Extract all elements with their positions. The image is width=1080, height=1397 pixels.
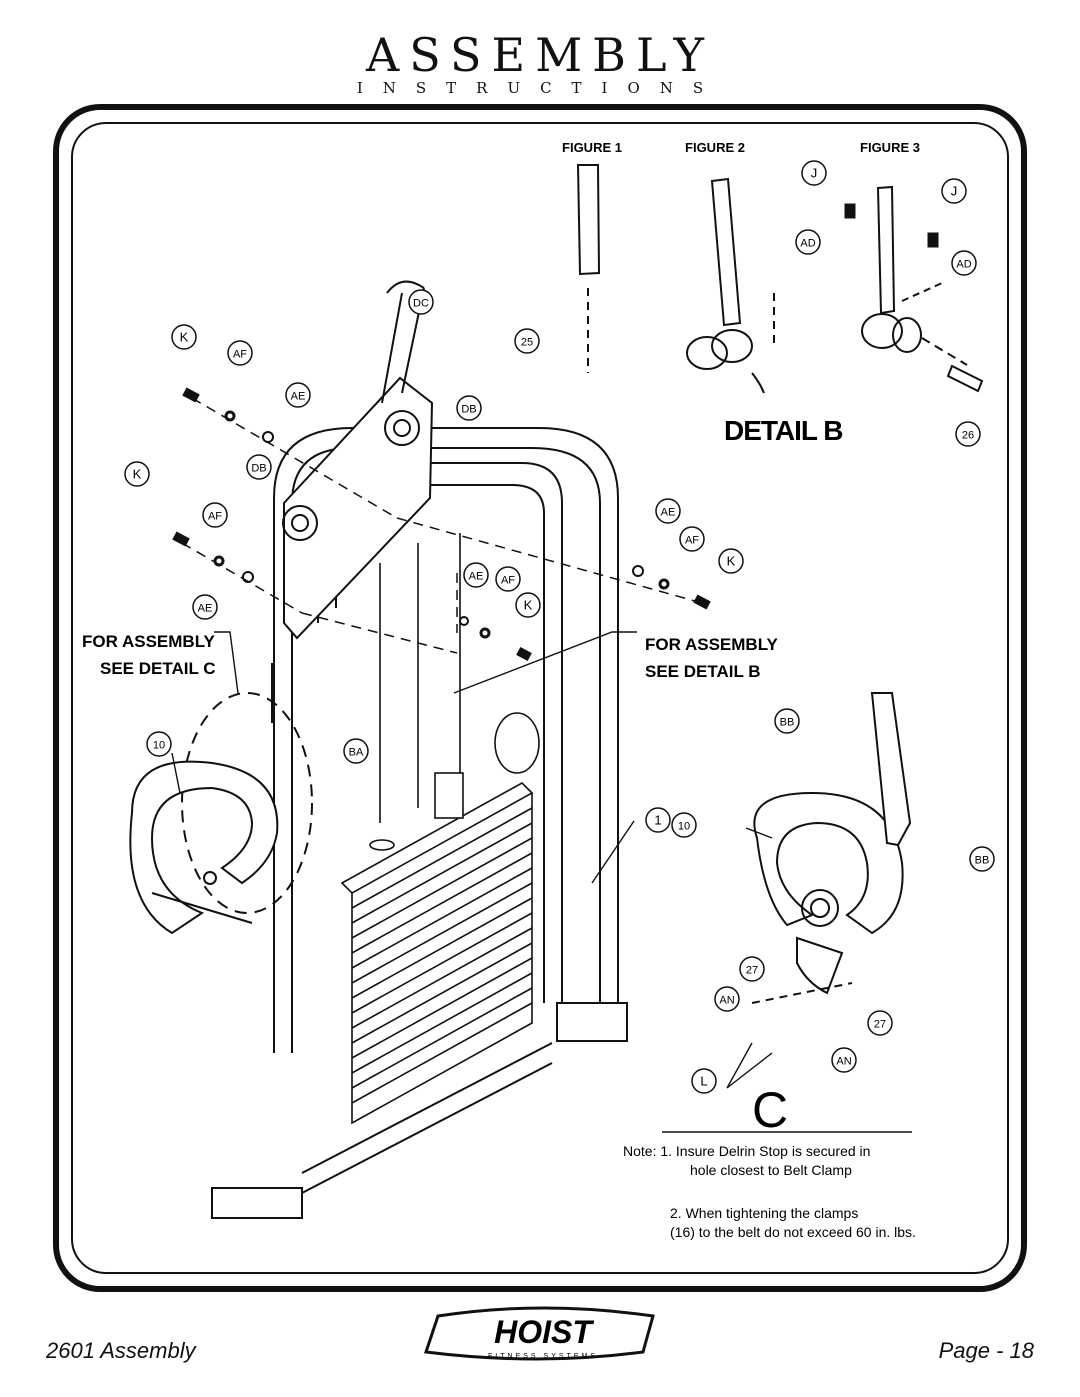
part-tag: AD [951, 250, 977, 276]
part-tag-label: 26 [962, 430, 974, 442]
part-tag: 26 [955, 421, 981, 447]
part-tag-label: J [811, 166, 818, 181]
part-tag-label: K [524, 598, 533, 613]
part-tag-label: L [700, 1074, 707, 1089]
part-tag-label: 1 [654, 813, 661, 828]
part-tag: DC [408, 289, 434, 315]
part-tag: J [801, 160, 827, 186]
weight-stack [340, 533, 540, 1125]
assembly-lines [181, 397, 703, 654]
part-tag: BB [774, 708, 800, 734]
part-tag: 10 [671, 812, 697, 838]
part-tag-label: AN [719, 995, 734, 1007]
note-line-3: 2. When tightening the clamps [670, 1205, 858, 1221]
part-tag-label: K [727, 554, 736, 569]
callout-see-c-line2: SEE DETAIL C [100, 659, 216, 678]
part-tag: AF [679, 526, 705, 552]
part-tag: K [515, 592, 541, 618]
leader-lines [171, 631, 912, 1133]
part-tag: DB [456, 395, 482, 421]
part-tag: AD [795, 229, 821, 255]
part-tag-label: BB [780, 717, 795, 729]
part-tag-label: DB [461, 404, 476, 416]
detail-c-label: C [752, 1082, 788, 1138]
page-subtitle: INSTRUCTIONS [356, 79, 724, 97]
part-tag: 1 [645, 807, 671, 833]
pulley-plate [271, 280, 434, 723]
figure-1-label: FIGURE 1 [562, 140, 622, 155]
part-tag: L [691, 1068, 717, 1094]
figure-2-clamp [686, 177, 775, 394]
part-tag-label: 25 [521, 337, 533, 349]
part-tag-label: AE [661, 507, 676, 519]
part-tag: K [171, 324, 197, 350]
figure-3-label: FIGURE 3 [860, 140, 920, 155]
part-tag: DB [246, 454, 272, 480]
page-title: ASSEMBLY [366, 28, 714, 82]
part-tag: AF [495, 566, 521, 592]
part-tag: 25 [514, 328, 540, 354]
part-tag: AF [227, 340, 253, 366]
part-tag: AN [831, 1047, 857, 1073]
part-tag: AN [714, 986, 740, 1012]
detail-b-title: DETAIL B [724, 415, 843, 446]
part-tag-label: 10 [153, 740, 165, 752]
part-tag: AE [192, 594, 218, 620]
figure-2-label: FIGURE 2 [685, 140, 745, 155]
callout-see-c-line1: FOR ASSEMBLY [82, 632, 216, 651]
part-tag: AE [463, 562, 489, 588]
callout-see-b-line2: SEE DETAIL B [645, 662, 761, 681]
part-tag-label: AN [836, 1056, 851, 1068]
part-tag: BB [969, 846, 995, 872]
figure-1-belt [576, 164, 601, 373]
figure-3-clamp [861, 185, 984, 393]
part-tag: K [124, 461, 150, 487]
outer-border [53, 104, 1027, 1292]
part-tag-label: 27 [746, 965, 758, 977]
footer-page: Page - 18 [938, 1338, 1034, 1363]
footer-model: 2601 Assembly [46, 1338, 196, 1363]
part-tag-label: AF [208, 511, 222, 523]
callout-see-b-line1: FOR ASSEMBLY [645, 635, 779, 654]
part-tag: AE [655, 498, 681, 524]
assembly-drawing: FIGURE 1 FIGURE 2 FIGURE 3 DETAIL B [53, 104, 1027, 1292]
part-tag-label: DB [251, 463, 266, 475]
part-tag-label: BA [349, 747, 364, 759]
fasteners [172, 203, 939, 662]
part-tag: AF [202, 502, 228, 528]
part-tag-label: AF [233, 349, 247, 361]
part-tag-label: K [133, 467, 142, 482]
cam-left [129, 692, 313, 935]
part-tag-label: K [180, 330, 189, 345]
part-tag: 10 [146, 731, 172, 757]
part-tag-label: AE [198, 603, 213, 615]
part-tag: K [718, 548, 744, 574]
part-tag: 27 [867, 1010, 893, 1036]
part-tag-label: AE [469, 571, 484, 583]
logo-brand: HOIST [494, 1314, 594, 1350]
part-tag-label: AD [800, 238, 815, 250]
part-tag-label: AF [501, 575, 515, 587]
part-tag-label: AE [291, 391, 306, 403]
part-tag: 27 [739, 956, 765, 982]
note-line-1: Note: 1. Insure Delrin Stop is secured i… [623, 1143, 870, 1159]
part-tag: BA [343, 738, 369, 764]
logo-sub: FITNESS SYSTEMS [488, 1353, 598, 1360]
part-tag-label: J [951, 184, 958, 199]
cam-detail-c [751, 692, 912, 1004]
part-tag-label: 27 [874, 1019, 886, 1031]
part-tag-label: AF [685, 535, 699, 547]
part-tag-label: AD [956, 259, 971, 271]
note-line-2: hole closest to Belt Clamp [690, 1162, 852, 1178]
note-line-4: (16) to the belt do not exceed 60 in. lb… [670, 1224, 916, 1240]
part-tag: J [941, 178, 967, 204]
part-tag-label: DC [413, 298, 429, 310]
inner-border [71, 122, 1009, 1274]
hoist-logo: HOIST FITNESS SYSTEMS [423, 1306, 655, 1361]
part-tag-label: BB [975, 855, 990, 867]
part-tag-label: 10 [678, 821, 690, 833]
part-tag: AE [285, 382, 311, 408]
